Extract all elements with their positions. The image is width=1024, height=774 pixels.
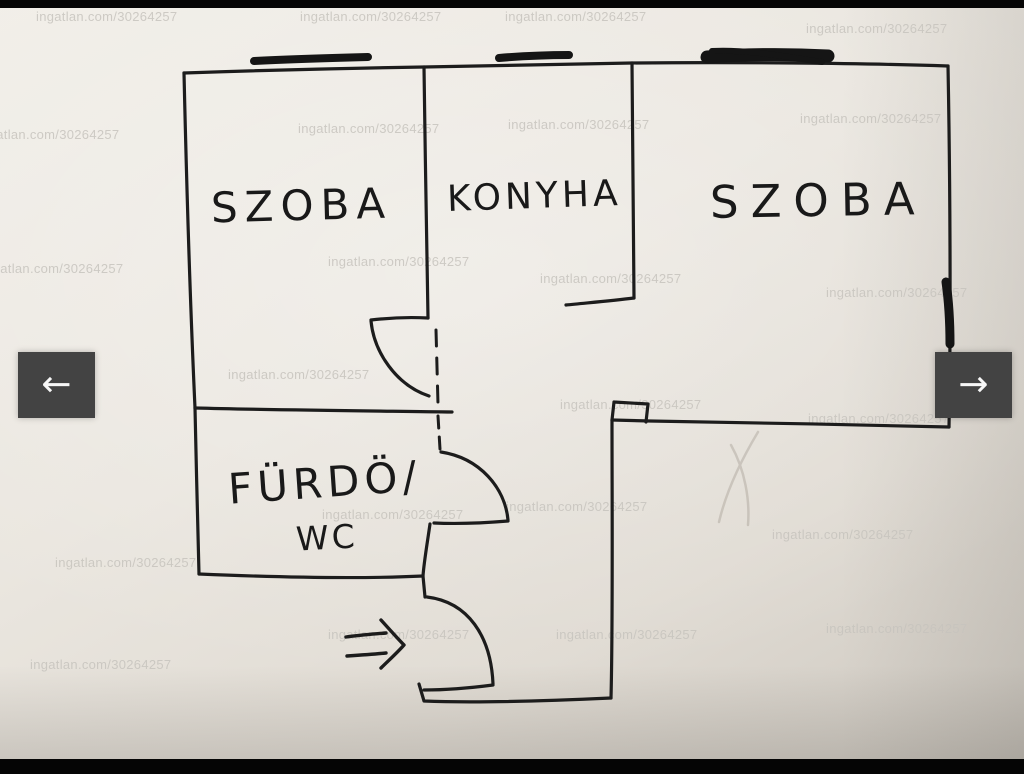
watermark: ingatlan.com/30264257 [800,111,942,126]
wall-left-lower [193,406,201,576]
watermark: ingatlan.com/30264257 [30,657,172,672]
watermark: ingatlan.com/30264257 [540,271,682,286]
window-top-middle [495,51,573,62]
watermark: ingatlan.com/30264257 [508,117,650,132]
window-right-wall [941,277,955,349]
wall-furdo-right-lower [421,522,432,599]
right-arrow-icon: → [958,364,989,405]
entrance-arrow-icon [344,618,406,670]
watermark: ingatlan.com/30264257 [322,507,464,522]
wall-hall-bottom [417,682,613,704]
watermark: ingatlan.com/30264257 [826,621,968,636]
watermark: ingatlan.com/30264257 [826,285,968,300]
letterbox-bottom [0,759,1024,774]
wall-furdo-bottom [197,572,425,580]
wall-kitchen-right [630,61,636,300]
watermark: ingatlan.com/30264257 [0,127,120,142]
watermark: ingatlan.com/30264257 [300,9,442,24]
window-top-left [250,53,372,65]
watermark: ingatlan.com/30264257 [36,9,178,24]
door-entry-sill [422,683,495,692]
door-furdo-leaf [432,519,510,525]
wall-kitchen-bottom-stub [564,296,636,307]
wall-bottom-right-room [610,418,951,429]
door-kitchen-arc [369,319,431,398]
watermark: ingatlan.com/30264257 [808,411,950,426]
wall-top [182,61,950,75]
room-label-wc: WC [295,516,359,559]
wall-hall-right [609,418,614,700]
watermark: ingatlan.com/30264257 [772,527,914,542]
door-kitchen-leaf [369,316,430,322]
prev-image-button[interactable]: ← [18,352,95,418]
watermark: ingatlan.com/30264257 [806,21,948,36]
left-arrow-icon: ← [41,364,72,405]
watermark: ingatlan.com/30264257 [228,367,370,382]
watermark: ingatlan.com/30264257 [328,627,470,642]
pencil-scribble [717,430,760,527]
opening-dashed-upper [434,328,440,406]
watermark: ingatlan.com/30264257 [328,254,470,269]
letterbox-top [0,0,1024,8]
watermark: ingatlan.com/30264257 [0,261,124,276]
room-label-konyha: KONYHA [446,172,623,221]
watermark: ingatlan.com/30264257 [298,121,440,136]
door-furdo-arc [439,450,510,522]
window-top-right-stroke2 [709,47,825,65]
room-label-szoba-left: SZOBA [210,178,393,233]
opening-dashed-lower [436,414,442,451]
wall-notch [610,400,650,424]
watermark: ingatlan.com/30264257 [556,627,698,642]
watermark: ingatlan.com/30264257 [55,555,197,570]
wall-furdo-top [193,406,454,414]
wall-left-upper [182,71,197,410]
door-entry-arc [425,595,495,686]
room-label-szoba-right: SZOBA [709,172,927,229]
watermark: ingatlan.com/30264257 [505,9,647,24]
next-image-button[interactable]: → [935,352,1012,418]
wall-kitchen-left [422,65,430,320]
